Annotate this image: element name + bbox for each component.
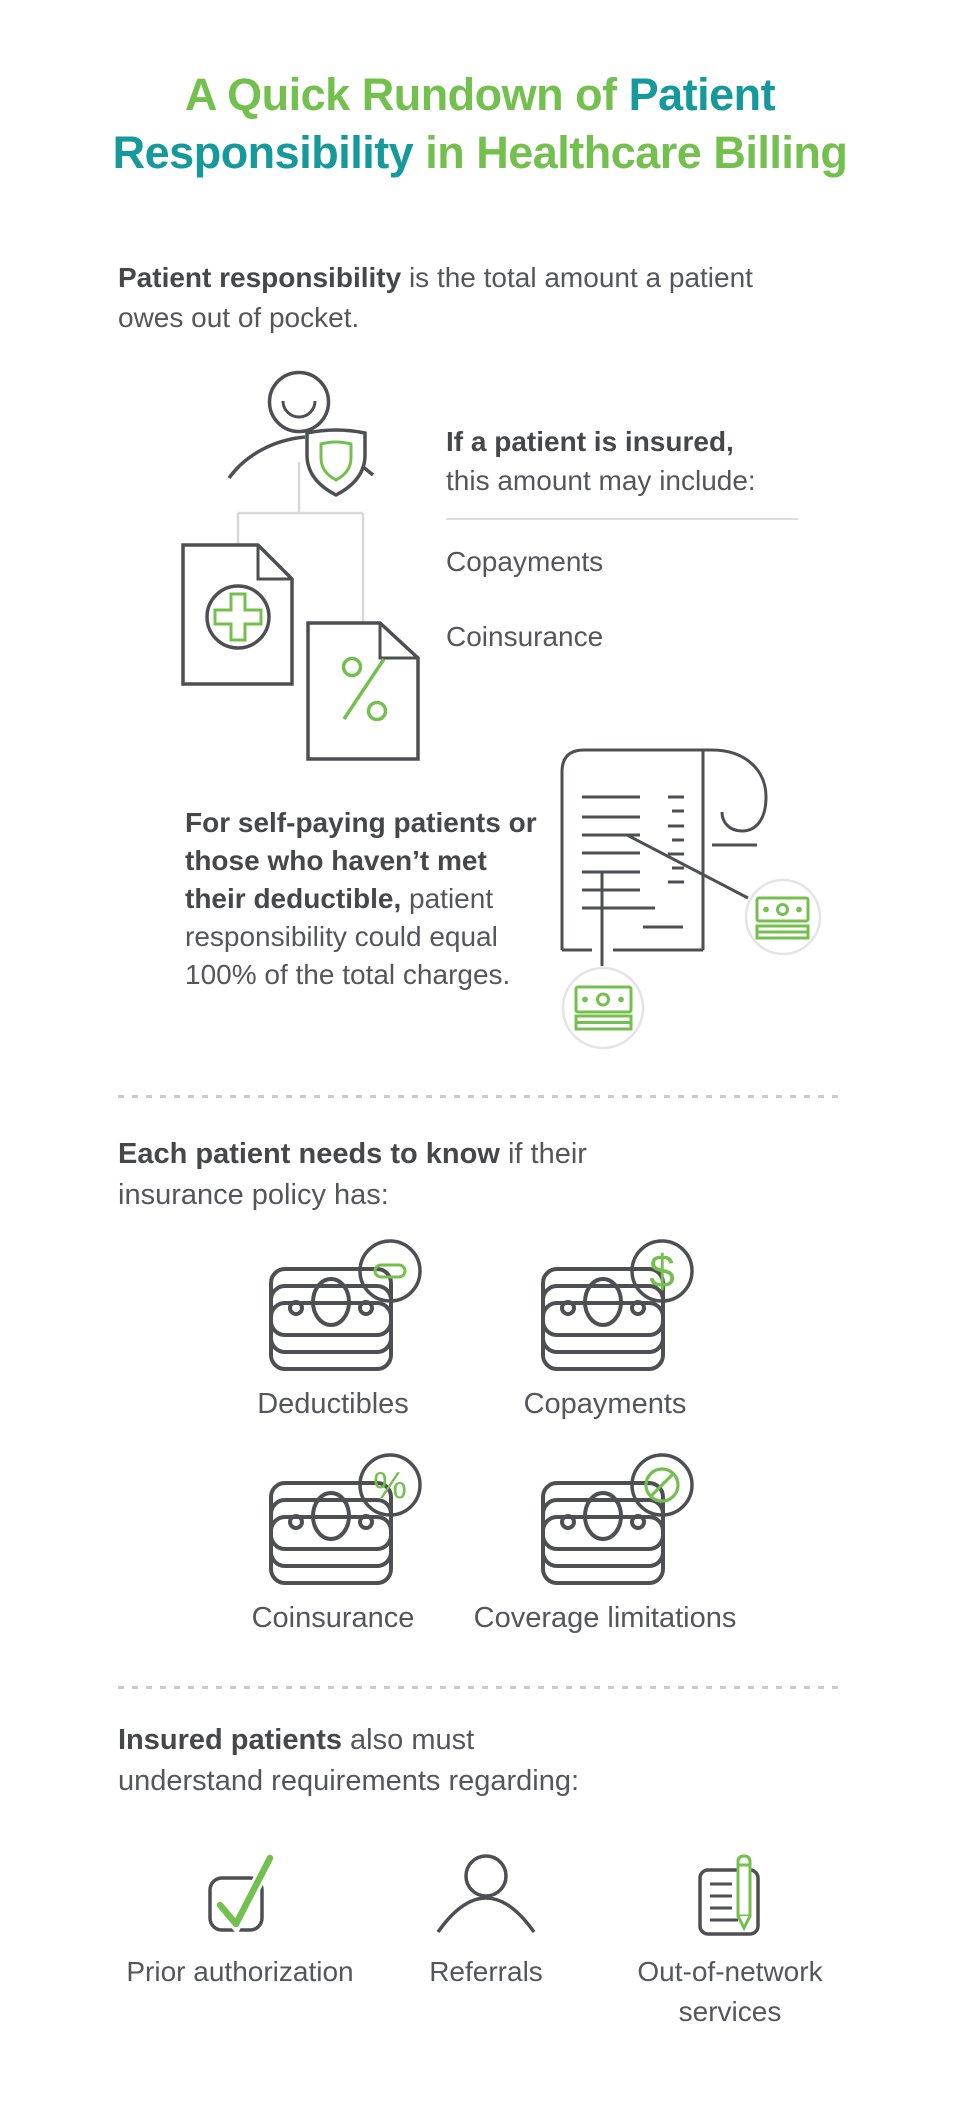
percent-icon: % (373, 1465, 407, 1507)
money-stack-icon: $ (541, 1239, 694, 1371)
money-stack-icon (269, 1239, 422, 1371)
receipt-icon (560, 748, 768, 966)
requirement-referrals: Referrals (429, 1956, 543, 1987)
card-label-coinsurance: Coinsurance (251, 1602, 415, 1634)
insured-divider (446, 518, 798, 520)
section-divider (118, 1686, 840, 1689)
card-coverage-limitations (455, 1451, 755, 1587)
page-title: A Quick Rundown of Patient Responsibilit… (0, 66, 960, 182)
money-stack-icon (541, 1453, 694, 1585)
title-line-2: Responsibility in Healthcare Billing (112, 127, 848, 178)
intro-paragraph: Patient responsibility is the total amou… (118, 262, 753, 333)
requirement-out-of-network: Out-of-network services (637, 1956, 823, 2027)
card-label-deductibles: Deductibles (257, 1388, 409, 1420)
card-copayments: $ (455, 1237, 755, 1373)
person-icon (227, 370, 375, 480)
know-heading: Each patient needs to know if their insu… (118, 1138, 587, 1211)
money-callout-right (744, 878, 822, 956)
medical-document-icon (181, 543, 294, 686)
person-icon (436, 1854, 536, 1934)
no-sign-icon (644, 1467, 680, 1503)
card-deductibles (183, 1237, 483, 1373)
percent-icon (341, 656, 388, 722)
minus-icon (373, 1263, 407, 1279)
title-line-1: A Quick Rundown of Patient (184, 69, 776, 120)
cross-icon (213, 592, 263, 642)
selfpay-paragraph: For self-paying patients or those who ha… (185, 807, 537, 990)
insured-item-coinsurance: Coinsurance (446, 621, 604, 652)
checkbox-check-icon (208, 1852, 276, 1935)
dollar-icon: $ (649, 1245, 675, 1297)
card-coinsurance: % (183, 1451, 483, 1587)
shield-icon (305, 428, 367, 497)
card-label-copayments: Copayments (523, 1388, 687, 1420)
banknote-icon (755, 896, 810, 940)
insured-heading-rest: this amount may include: (446, 465, 756, 496)
money-callout-bottom (561, 966, 645, 1050)
money-stack-icon: % (269, 1453, 422, 1585)
connector-lines (236, 462, 365, 622)
insured-block: If a patient is insured, this amount may… (446, 422, 806, 500)
insured-heading-bold: If a patient is insured, (446, 426, 734, 457)
insured-item-copayments: Copayments (446, 546, 604, 577)
requirement-prior-authorization: Prior authorization (126, 1956, 354, 1987)
insured-patient-illustration (181, 370, 420, 761)
banknote-icon (574, 985, 633, 1031)
requirements-heading: Insured patients also must understand re… (118, 1724, 580, 1797)
document-pencil-icon (698, 1854, 760, 1936)
receipt-illustration (560, 748, 822, 1050)
pencil-icon (736, 1854, 752, 1932)
percent-document-icon (306, 621, 420, 761)
section-divider (118, 1095, 840, 1098)
card-label-coverage-limitations: Coverage limitations (473, 1602, 737, 1634)
